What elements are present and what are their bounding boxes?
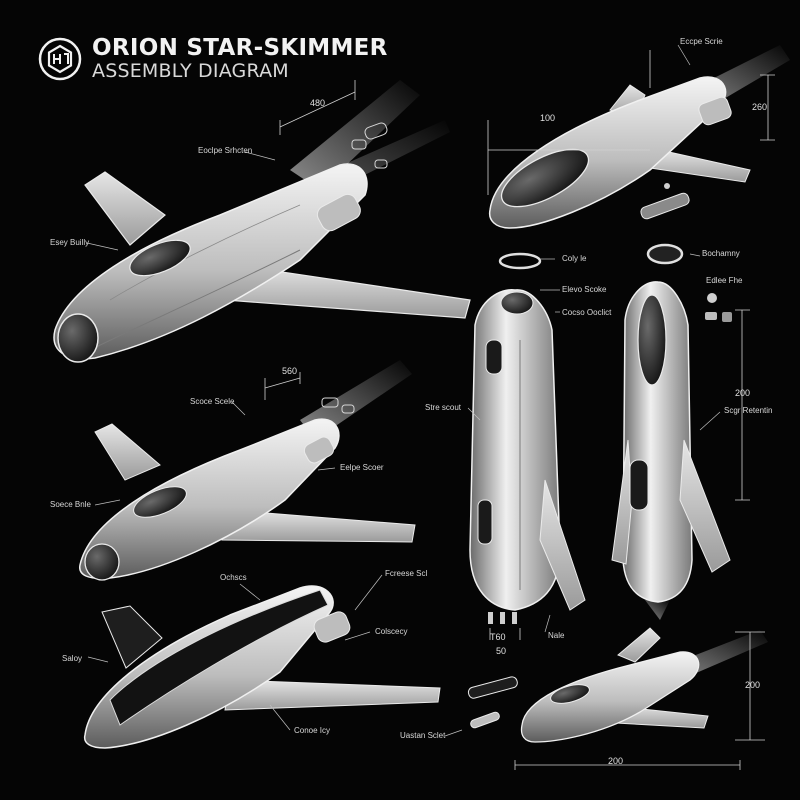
- engine-pod: [316, 193, 361, 232]
- cockpit-canopy: [500, 148, 590, 208]
- label-vertical-b: Cocso Ooclict: [562, 308, 612, 317]
- dimension-top-right-height: 260: [752, 102, 768, 112]
- label-bottom-left-b: Fcreese Scl: [385, 569, 428, 578]
- title-text-group: ORION STAR-SKIMMER ASSEMBLY DIAGRAM: [92, 36, 388, 82]
- label-mid-left-a: Scoce Scele: [190, 397, 235, 406]
- exhaust-trail: [645, 600, 670, 620]
- label-vertical-d: Scgr Retentin: [724, 406, 773, 415]
- cockpit-canopy: [129, 239, 191, 277]
- tail-fin: [617, 627, 661, 663]
- fuselage: [53, 163, 368, 360]
- ship-vertical-center: [469, 289, 586, 624]
- dimension-vertical-bottom-b: 50: [496, 646, 507, 656]
- tail-fin: [84, 171, 166, 246]
- label-vertical-a: Elevo Scoke: [562, 285, 607, 294]
- diagram-subtitle: ASSEMBLY DIAGRAM: [92, 60, 289, 82]
- exploded-part: [364, 122, 388, 140]
- small-parts: [705, 293, 732, 322]
- dark-canopy-panel: [109, 589, 329, 726]
- label-bottom-mid: Uastan Sclet: [400, 731, 446, 740]
- ship-bottom-left: [83, 585, 518, 749]
- main-wing: [679, 439, 731, 573]
- label-top-left-a: Eoclpe Srhcten: [198, 146, 253, 155]
- label-bottom-left-a: Ochscs: [220, 573, 247, 582]
- side-window: [629, 459, 649, 511]
- dimension-vertical-bottom-a: T60: [490, 632, 506, 642]
- diagram-title: ORION STAR-SKIMMER: [92, 35, 388, 61]
- exploded-part: [640, 192, 690, 220]
- exhaust-trail: [290, 80, 420, 190]
- label-vertical-c: Stre scout: [425, 403, 462, 412]
- cockpit-canopy: [133, 486, 187, 518]
- exploded-bolt: [664, 183, 670, 189]
- cockpit-canopy: [500, 291, 534, 315]
- label-mid-left-b: Eelpe Scoer: [340, 463, 384, 472]
- tail-fin: [94, 423, 161, 481]
- label-bottom-left-c: Colscecy: [375, 627, 408, 636]
- label-ring-a: Coly le: [562, 254, 587, 263]
- collar-ring: [646, 243, 684, 265]
- nose-cone: [57, 313, 99, 363]
- label-bottom-left-e: Conoe Icy: [294, 726, 331, 735]
- engine-pod: [698, 96, 732, 126]
- leader-lines: [86, 44, 721, 737]
- ship-bottom-right: [520, 627, 768, 743]
- fuselage: [469, 289, 561, 611]
- exploded-part: [341, 404, 355, 414]
- ship-vertical-right: [611, 281, 731, 620]
- exploded-part: [470, 711, 500, 729]
- dimension-bottom-right-length: 200: [608, 756, 624, 766]
- label-mid-left-c: Soece Bnle: [50, 500, 91, 509]
- dimension-top-left-length: 480: [310, 98, 326, 108]
- fuselage: [520, 651, 700, 743]
- dimension-bottom-right-height: 200: [745, 680, 761, 690]
- dimension-mid-left-length: 560: [282, 366, 298, 376]
- label-bottom-left-d: Saloy: [62, 654, 83, 663]
- side-window: [485, 339, 503, 375]
- engine-pod: [303, 436, 335, 464]
- exploded-part: [321, 397, 339, 408]
- label-ring-b: Bochamny: [702, 249, 740, 258]
- hexagon-emblem-icon: [38, 37, 82, 81]
- dimension-lines: [264, 50, 775, 770]
- label-right-b: Edlee Fhe: [706, 276, 743, 285]
- exploded-part: [351, 139, 367, 150]
- main-wing: [539, 479, 586, 611]
- side-window: [477, 499, 493, 545]
- title-block: ORION STAR-SKIMMER ASSEMBLY DIAGRAM: [38, 36, 388, 82]
- dimension-top-right-length: 100: [540, 113, 556, 123]
- exploded-part: [467, 676, 518, 699]
- tail-fin: [101, 605, 163, 669]
- ship-top-right: [488, 45, 790, 229]
- engine-pod: [313, 611, 351, 643]
- label-top-left-b: Esey Builly: [50, 238, 90, 247]
- label-vertical-e: Nale: [548, 631, 565, 640]
- nose-cone: [84, 543, 120, 581]
- exploded-part: [374, 159, 388, 169]
- cockpit-canopy: [637, 294, 667, 386]
- cockpit-canopy: [550, 684, 590, 704]
- seal-ring: [498, 252, 542, 270]
- landing-parts: [488, 612, 517, 624]
- label-top-right-a: Eccpe Scrie: [680, 37, 723, 46]
- dimension-right-column-height: 200: [735, 388, 751, 398]
- ship-mid-left: [79, 360, 416, 581]
- ship-top-left: [53, 80, 471, 363]
